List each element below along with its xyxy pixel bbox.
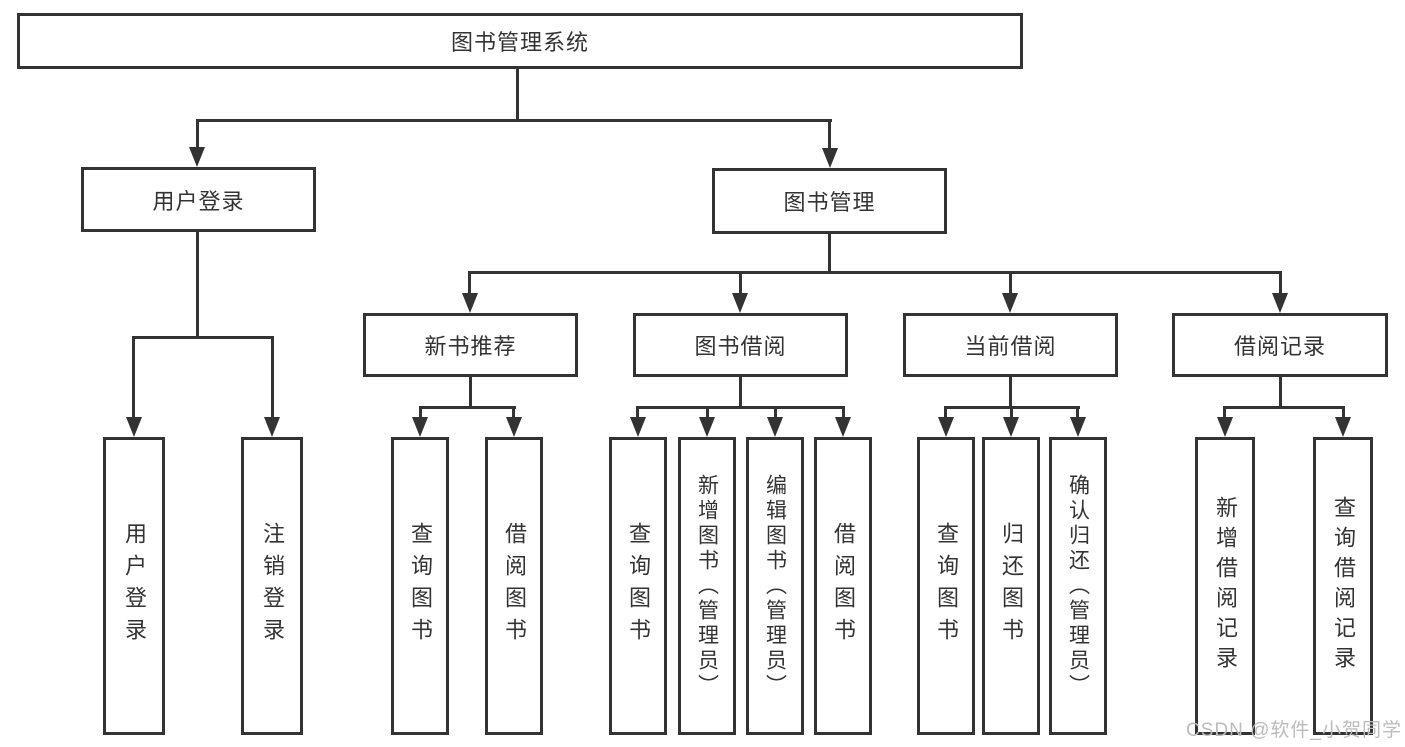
connector-root-stem	[516, 69, 519, 120]
leaf-label: 查询借阅记录	[1331, 496, 1356, 676]
connector-drop-leaf	[419, 406, 422, 427]
arrowhead-book-borrow	[732, 293, 748, 313]
connector-drop-leaf	[842, 406, 845, 427]
connector-new-book-stem	[469, 377, 472, 409]
connector-borrow-records-crossbar	[1223, 406, 1344, 409]
connector-current-borrow-stem	[1009, 377, 1012, 409]
arrowhead-leaf	[938, 417, 954, 437]
connector-drop-borrow-records	[1279, 271, 1282, 303]
connector-book-mgmt-crossbar	[468, 271, 1282, 274]
csdn-watermark: CSDN @软件_小贺同学	[1186, 720, 1402, 741]
leaf-label: 查询图书	[626, 522, 651, 650]
leaf-label: 新增借阅记录	[1213, 496, 1238, 676]
connector-drop-leaf	[944, 406, 947, 427]
connector-drop-current-borrow	[1009, 271, 1012, 303]
leaf-label: 确认归还（管理员）	[1066, 473, 1090, 699]
connector-book-borrow-stem	[739, 377, 742, 409]
connector-user-login-crossbar	[132, 336, 274, 339]
leaf-box-user-login: 用户登录	[103, 437, 165, 735]
connector-drop-book-borrow	[739, 271, 742, 303]
connector-drop-leaf	[706, 406, 709, 427]
level3-box-label: 新书推荐	[424, 334, 517, 359]
arrowhead-new-book	[462, 293, 478, 313]
arrowhead-book-mgmt	[822, 148, 838, 168]
leaf-box-query-borrow-record: 查询借阅记录	[1313, 437, 1373, 735]
connector-drop-book-mgmt	[828, 119, 831, 158]
connector-drop-user-login	[196, 119, 199, 157]
level3-box-borrow-records: 借阅记录	[1172, 313, 1388, 377]
leaf-label: 查询图书	[934, 522, 959, 650]
connector-drop-leaf	[1010, 406, 1013, 427]
arrowhead-login-leaf	[126, 417, 142, 437]
root-box-system: 图书管理系统	[17, 13, 1023, 69]
level2-box-label: 用户登录	[152, 188, 245, 214]
connector-user-login-stem	[196, 232, 199, 339]
level3-box-label: 当前借阅	[964, 334, 1057, 359]
leaf-box-borrow-books: 借阅图书	[814, 437, 872, 735]
root-box-label: 图书管理系统	[450, 30, 589, 55]
connector-root-crossbar	[196, 119, 832, 122]
leaf-box-logout: 注销登录	[241, 437, 303, 735]
connector-drop-leaf	[636, 406, 639, 427]
arrowhead-user-login	[189, 147, 205, 167]
connector-drop-login-leaf	[132, 336, 135, 427]
leaf-label: 用户登录	[122, 522, 147, 650]
leaf-box-query-books-recommend: 查询图书	[391, 437, 449, 735]
connector-drop-leaf	[1076, 406, 1079, 427]
leaf-box-query-books-current: 查询图书	[917, 437, 975, 735]
level2-box-user-login: 用户登录	[81, 167, 316, 232]
arrowhead-leaf	[1335, 417, 1351, 437]
connector-borrow-records-stem	[1279, 377, 1282, 409]
connector-drop-leaf	[1223, 406, 1226, 427]
leaf-box-borrow-books-recommend: 借阅图书	[485, 437, 543, 735]
level3-box-label: 图书借阅	[694, 334, 787, 359]
leaf-label: 查询图书	[408, 522, 433, 650]
arrowhead-logout-leaf	[264, 417, 280, 437]
leaf-label: 新增图书（管理员）	[695, 473, 719, 699]
connector-drop-new-book	[468, 271, 471, 303]
arrowhead-leaf	[1217, 417, 1233, 437]
leaf-label: 借阅图书	[502, 522, 527, 650]
arrowhead-leaf	[1070, 417, 1086, 437]
leaf-label: 编辑图书（管理员）	[763, 473, 787, 699]
leaf-box-return-books: 归还图书	[982, 437, 1040, 735]
level2-box-book-management: 图书管理	[712, 168, 947, 234]
connector-new-book-crossbar	[419, 406, 516, 409]
arrowhead-leaf	[835, 417, 851, 437]
connector-book-mgmt-stem	[828, 234, 831, 274]
level3-box-new-book-recommend: 新书推荐	[363, 313, 578, 377]
arrowhead-leaf	[412, 417, 428, 437]
level3-box-book-borrow: 图书借阅	[633, 313, 848, 377]
connector-drop-leaf	[1342, 406, 1345, 427]
arrowhead-leaf	[767, 417, 783, 437]
level3-box-current-borrow: 当前借阅	[903, 313, 1118, 377]
leaf-label: 注销登录	[260, 522, 285, 650]
leaf-box-edit-books-admin: 编辑图书（管理员）	[746, 437, 804, 735]
connector-drop-leaf	[512, 406, 515, 427]
connector-drop-leaf	[774, 406, 777, 427]
leaf-label: 借阅图书	[831, 522, 856, 650]
leaf-box-add-books-admin: 新增图书（管理员）	[678, 437, 736, 735]
leaf-label: 归还图书	[999, 522, 1024, 650]
leaf-box-confirm-return-admin: 确认归还（管理员）	[1049, 437, 1107, 735]
connector-book-borrow-crossbar	[637, 406, 844, 409]
leaf-box-query-books-borrow: 查询图书	[609, 437, 667, 735]
level3-box-label: 借阅记录	[1233, 334, 1326, 359]
level2-box-label: 图书管理	[783, 190, 876, 215]
arrowhead-leaf	[506, 417, 522, 437]
arrowhead-leaf	[630, 417, 646, 437]
connector-drop-logout-leaf	[271, 336, 274, 427]
arrowhead-borrow-records	[1272, 293, 1288, 313]
arrowhead-current-borrow	[1002, 293, 1018, 313]
leaf-box-add-borrow-record: 新增借阅记录	[1195, 437, 1255, 735]
arrowhead-leaf	[1003, 417, 1019, 437]
arrowhead-leaf	[699, 417, 715, 437]
